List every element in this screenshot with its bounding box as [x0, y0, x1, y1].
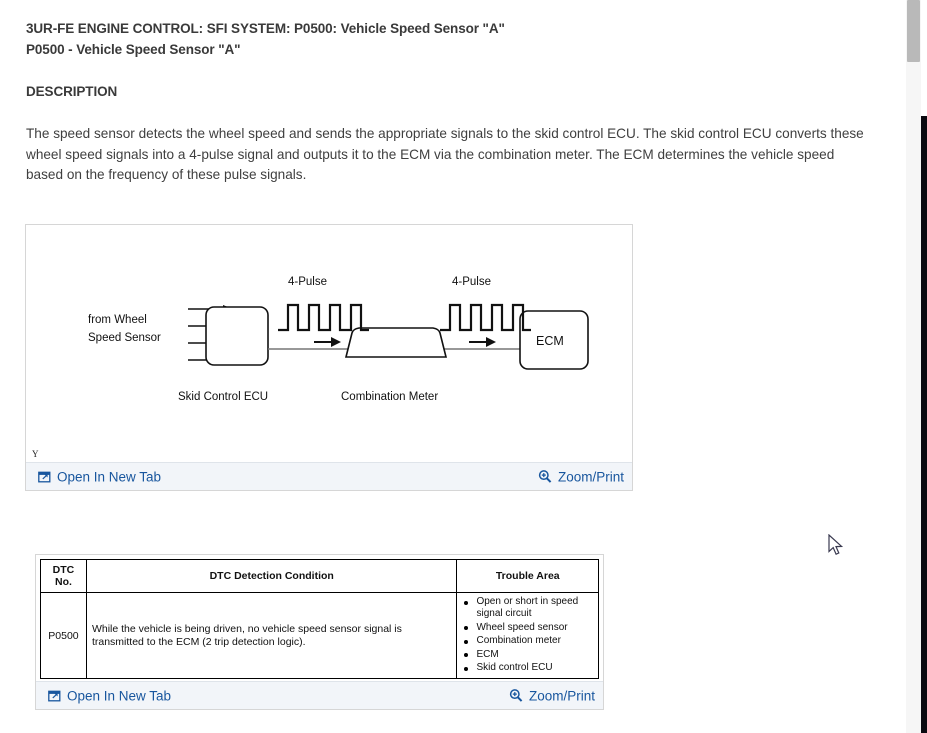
column-header-trouble-area: Trouble Area	[456, 559, 599, 593]
label-skid-control-ecu: Skid Control ECU	[178, 391, 269, 403]
magnifier-plus-icon	[538, 470, 552, 484]
open-in-new-tab-label: Open In New Tab	[67, 688, 172, 704]
figure-block-dtc-table: DTC No. DTC Detection Condition Trouble …	[35, 554, 604, 711]
list-item: Open or short in speed signal circuit	[462, 596, 593, 621]
open-in-new-tab-label: Open In New Tab	[57, 469, 162, 484]
column-header-dtc-no-line2: No.	[55, 576, 72, 588]
external-window-icon	[48, 689, 61, 702]
dtc-table-canvas: DTC No. DTC Detection Condition Trouble …	[36, 555, 603, 682]
diagram-canvas: from Wheel Speed Sensor Skid Control ECU…	[26, 225, 632, 462]
right-edge-dark-strip	[921, 116, 927, 733]
list-item: Wheel speed sensor	[462, 622, 593, 634]
speed-sensor-signal-diagram	[188, 303, 589, 370]
dtc-table-head: DTC No. DTC Detection Condition Trouble …	[40, 559, 599, 593]
open-in-new-tab-link-figure[interactable]: Open In New Tab	[38, 469, 161, 484]
ecm-shape	[519, 310, 589, 370]
section-heading-description: DESCRIPTION	[26, 84, 118, 99]
list-item: Skid control ECU	[462, 662, 593, 674]
column-header-detection-condition: DTC Detection Condition	[85, 559, 458, 593]
open-in-new-tab-link-table[interactable]: Open In New Tab	[48, 688, 171, 703]
label-wheel-speed-sensor-line1: from Wheel	[88, 314, 147, 326]
document-content-pane[interactable]: 3UR-FE ENGINE CONTROL: SFI SYSTEM: P0500…	[0, 0, 906, 733]
figure-footer-bar: Open In New Tab Zoom/Print	[26, 462, 632, 490]
scrollbar-thumb[interactable]	[907, 0, 920, 62]
list-item: ECM	[462, 649, 593, 661]
dtc-table: DTC No. DTC Detection Condition Trouble …	[40, 559, 599, 680]
page-subtitle: P0500 - Vehicle Speed Sensor "A"	[26, 42, 241, 57]
column-header-dtc-no: DTC No.	[40, 559, 87, 593]
label-wheel-speed-sensor-line2: Speed Sensor	[88, 332, 161, 344]
dtc-table-body: P0500 While the vehicle is being driven,…	[40, 591, 599, 680]
figure-corner-mark: Y	[32, 449, 39, 459]
table-row: P0500 While the vehicle is being driven,…	[40, 591, 599, 680]
cell-trouble-area: Open or short in speed signal circuit Wh…	[456, 591, 599, 680]
table-header-row: DTC No. DTC Detection Condition Trouble …	[40, 559, 599, 593]
cell-dtc-no: P0500	[40, 591, 87, 680]
label-pulse-right: 4-Pulse	[452, 276, 491, 288]
combination-meter-shape	[344, 327, 448, 358]
flow-arrow-right	[469, 337, 496, 347]
label-ecm: ECM	[536, 334, 564, 348]
pulse-waveform-right	[440, 303, 531, 332]
label-pulse-left: 4-Pulse	[288, 276, 327, 288]
zoom-print-label: Zoom/Print	[557, 469, 624, 484]
vertical-scrollbar[interactable]	[906, 0, 921, 733]
column-header-dtc-no-line1: DTC	[52, 564, 75, 576]
window-right-edge	[921, 0, 927, 733]
zoom-print-label: Zoom/Print	[528, 688, 595, 704]
trouble-area-list: Open or short in speed signal circuit Wh…	[462, 596, 593, 674]
zoom-print-link-table[interactable]: Zoom/Print	[509, 688, 595, 703]
external-window-icon	[38, 470, 51, 483]
pulse-waveform-left	[278, 303, 369, 332]
figure-block-diagram: from Wheel Speed Sensor Skid Control ECU…	[25, 224, 633, 491]
magnifier-plus-icon	[509, 689, 523, 703]
list-item: Combination meter	[462, 635, 593, 647]
skid-control-ecu-shape	[205, 306, 269, 366]
page-title: 3UR-FE ENGINE CONTROL: SFI SYSTEM: P0500…	[26, 21, 505, 36]
cell-detection-condition: While the vehicle is being driven, no ve…	[85, 591, 458, 680]
label-combination-meter: Combination Meter	[341, 391, 439, 403]
description-paragraph: The speed sensor detects the wheel speed…	[26, 126, 864, 182]
dtc-table-footer-bar: Open In New Tab Zoom/Print	[36, 681, 603, 710]
flow-arrow-left	[314, 337, 341, 347]
zoom-print-link-figure[interactable]: Zoom/Print	[538, 469, 624, 484]
